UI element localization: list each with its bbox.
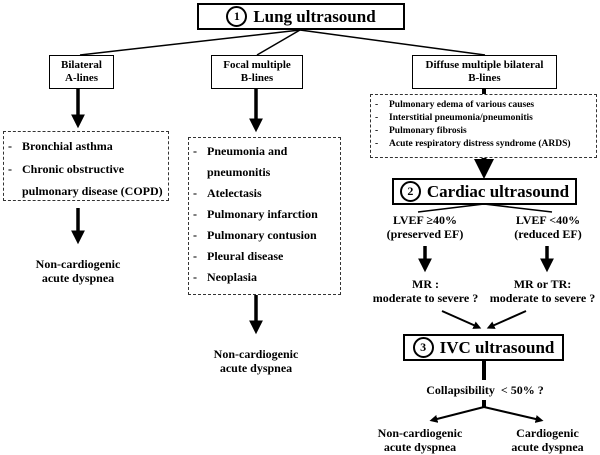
focal-condition: Pulmonary infarction [189,204,340,225]
connector-lung-to-a-lines [79,29,301,56]
mr-tr-question: MR or TR: moderate to severe ? [485,277,600,306]
lung-ultrasound-title: Lung ultrasound [253,6,376,26]
focal-label-2: B-lines [240,71,274,84]
diffuse-condition: Pulmonary fibrosis [371,125,596,138]
outcome-line: Non-cardiogenic [35,257,121,271]
focal-condition: Pulmonary contusion [189,225,340,246]
focal-condition: Atelectasis [189,183,340,204]
lvef-reduced-value: LVEF <40% [515,213,581,227]
lvef-preserved-desc: (preserved EF) [386,227,464,242]
cardiac-ultrasound-title: Cardiac ultrasound [426,181,570,201]
lvef-preserved-label: LVEF ≥40% (preserved EF) [375,213,475,242]
diffuse-label-1: Diffuse multiple bilateral [425,59,544,71]
step-number-1: 1 [226,6,248,27]
ivc-outcome-noncardiogenic: Non-cardiogenic acute dyspnea [370,426,470,455]
a-lines-outcome: Non-cardiogenic acute dyspnea [18,257,138,286]
focal-condition: Neoplasia [189,267,340,288]
mr-question-line2: moderate to severe ? [372,291,479,306]
mr-tr-question-line1: MR or TR: [513,277,572,291]
mr-question: MR : moderate to severe ? [368,277,483,306]
cardiac-ultrasound-box: 2 Cardiac ultrasound [392,178,577,205]
a-lines-condition: Chronic obstructive pulmonary disease (C… [4,158,168,202]
diffuse-condition: Interstitial pneumonia/pneumonitis [371,112,596,125]
a-lines-label-1: Bilateral [61,59,102,71]
mr-tr-question-line2: moderate to severe ? [489,291,596,306]
diffuse-label-2: B-lines [468,71,501,84]
connector-cardiac-to-preserved [417,203,485,213]
lung-ultrasound-box: 1 Lung ultrasound [197,3,405,30]
step-number-2: 2 [399,181,421,202]
focal-outcome: Non-cardiogenic acute dyspnea [196,347,316,376]
bilateral-a-lines-box: Bilateral A-lines [49,55,114,89]
lvef-preserved-value: LVEF ≥40% [392,213,458,227]
a-lines-conditions-box: Bronchial asthma Chronic obstructive pul… [3,131,169,201]
focal-conditions-box: Pneumonia and pneumonitis Atelectasis Pu… [188,137,341,295]
outcome-line: acute dyspnea [219,361,293,376]
arrow-mr-to-ivc [441,310,482,329]
focal-b-lines-box: Focal multiple B-lines [211,55,303,89]
arrow-to-noncardiogenic [429,406,485,423]
connector-cardiac-to-reduced [483,203,553,213]
diffuse-b-lines-box: Diffuse multiple bilateral B-lines [412,55,557,89]
lvef-reduced-label: LVEF <40% (reduced EF) [500,213,596,242]
diffuse-conditions-box: Pulmonary edema of various causes Inters… [370,94,597,158]
ivc-ultrasound-box: 3 IVC ultrasound [403,334,564,361]
ivc-ultrasound-title: IVC ultrasound [439,337,555,357]
diffuse-condition: Acute respiratory distress syndrome (ARD… [371,138,596,151]
connector-lung-to-diffuse [299,29,486,56]
arrow-mr-tr-to-ivc [486,310,527,329]
focal-condition: Pleural disease [189,246,340,267]
outcome-line: acute dyspnea [41,271,115,286]
a-lines-label-2: A-lines [65,71,98,84]
mr-question-line1: MR : [412,277,439,291]
outcome-line: acute dyspnea [383,439,457,454]
outcome-line: Non-cardiogenic [213,347,299,361]
arrow-to-cardiogenic [483,406,544,423]
focal-condition: Pneumonia and pneumonitis [189,141,340,183]
lvef-reduced-desc: (reduced EF) [514,227,582,242]
a-lines-condition: Bronchial asthma [4,136,168,158]
outcome-line: Non-cardiogenic [377,426,463,440]
ivc-outcome-cardiogenic: Cardiogenic acute dyspnea [500,426,595,455]
collapsibility-question: Collapsibility < 50% ? [426,383,544,397]
connector-lung-to-focal [256,29,301,56]
step-number-3: 3 [412,337,434,358]
diffuse-condition: Pulmonary edema of various causes [371,99,596,112]
outcome-line: Cardiogenic [516,426,579,440]
outcome-line: acute dyspnea [511,439,584,454]
focal-label-1: Focal multiple [223,59,291,71]
